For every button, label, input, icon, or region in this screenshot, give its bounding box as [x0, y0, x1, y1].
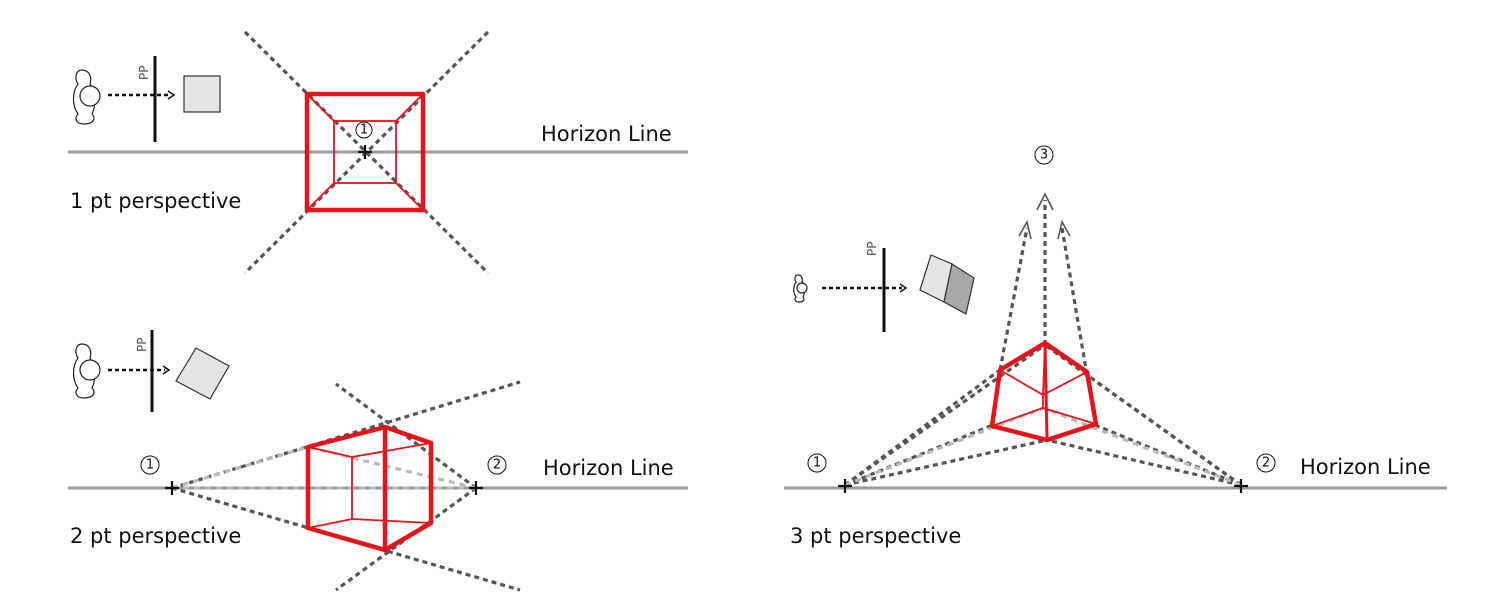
vanishing-line [335, 486, 477, 592]
diagram-caption: 1 pt perspective [70, 189, 241, 213]
vp-number: 1 [146, 458, 154, 473]
vp-number: 2 [1262, 456, 1270, 471]
cube-front-edge [1043, 342, 1049, 441]
cube-edge [351, 518, 432, 524]
vp-number: 2 [493, 458, 501, 473]
vp-number-circle [807, 453, 827, 473]
vp-number: 1 [360, 123, 368, 138]
vp-number-circle [355, 121, 373, 139]
two-point-diagram: Horizon Line 2 pt perspective 1 2 [68, 330, 688, 592]
arrow-icon [1057, 219, 1071, 240]
cube-edge [395, 93, 424, 122]
object-dark-face [943, 263, 975, 315]
vanishing-line [844, 368, 1001, 487]
vp-number-circle [1256, 453, 1276, 473]
object-square [183, 75, 221, 113]
viewer-icon [793, 274, 808, 303]
vanishing-line [1086, 373, 1242, 487]
cube-edge [306, 93, 335, 122]
vp-number-circle [140, 455, 160, 475]
picture-plane-label: PP [135, 338, 149, 352]
vp-number-circle [487, 455, 507, 475]
vanishing-line [1046, 438, 1242, 487]
arrow-icon [162, 365, 171, 375]
viewer-icon [72, 343, 101, 399]
diagram-caption: 3 pt perspective [790, 524, 961, 548]
vanishing-line [1060, 227, 1089, 376]
arrow-icon [167, 90, 176, 100]
arrow-icon [899, 283, 908, 293]
diagram-caption: 2 pt perspective [70, 524, 241, 548]
hidden-construction-line [844, 406, 1044, 487]
cube-back-face [333, 120, 397, 184]
vanishing-line [998, 227, 1029, 371]
vanishing-point-2 [1234, 479, 1248, 493]
three-point-diagram: Horizon Line 3 pt perspective [784, 145, 1447, 548]
hidden-construction-line [171, 445, 309, 490]
vanishing-point-1 [838, 479, 852, 493]
object-cube [919, 254, 975, 315]
vp-number-circle [1034, 145, 1054, 165]
cube-edge [395, 182, 424, 211]
picture-plane-label: PP [865, 242, 879, 256]
horizon-label: Horizon Line [541, 122, 672, 146]
arrow-icon [1018, 219, 1032, 240]
horizon-label: Horizon Line [1300, 455, 1431, 479]
cube-front-face [304, 91, 426, 213]
one-point-diagram: Horizon Line 1 pt perspective 1 PP [68, 30, 688, 275]
vanishing-point-2 [469, 481, 483, 495]
vanishing-point-1 [358, 145, 372, 159]
cube-edge [991, 407, 1097, 427]
viewer-icon [72, 69, 101, 125]
cube-edge [306, 182, 335, 211]
vanishing-line [844, 438, 1048, 487]
picture-plane-label: PP [137, 66, 151, 80]
hidden-construction-line [1042, 406, 1242, 487]
vanishing-line [335, 382, 477, 490]
object-rotated-square [175, 347, 230, 400]
cube-edge [351, 442, 432, 458]
vp-number: 1 [813, 456, 821, 471]
vp-number: 3 [1040, 148, 1048, 163]
arrow-icon [1036, 192, 1054, 211]
vanishing-point-1 [165, 481, 179, 495]
horizon-label: Horizon Line [543, 456, 674, 480]
cube-edge [307, 446, 353, 458]
cube-edge [307, 518, 353, 529]
